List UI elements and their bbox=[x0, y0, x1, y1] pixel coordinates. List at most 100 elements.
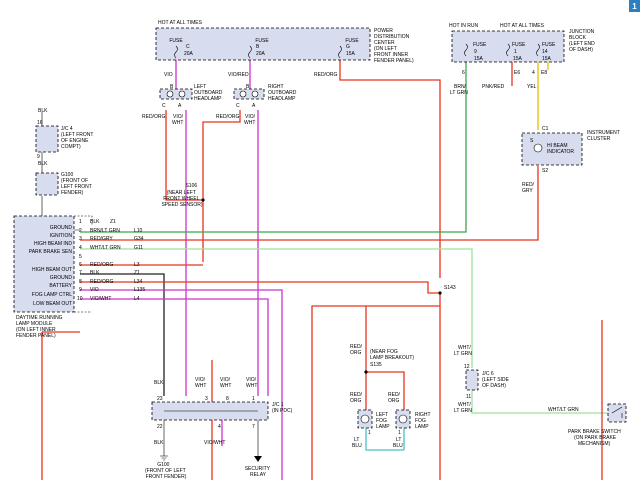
drl-row-wire: RED/ORG bbox=[90, 262, 113, 268]
drl-pin-labels: GROUND IGNITION HIGH BEAM IND PARK BRAKE… bbox=[29, 225, 73, 307]
junction-block: HOT IN RUN HOT AT ALL TIMES FUSE 9 15A F… bbox=[449, 23, 595, 76]
splice-s143: S143 bbox=[438, 285, 456, 295]
jc4-name: J/C 4 (LEFT FRONT OF ENGINE COMPT) bbox=[61, 126, 95, 150]
s135-name: (NEAR FOG LAMP BREAKOUT) S135 bbox=[370, 349, 415, 368]
drl-name-line: LAMP MODULE bbox=[16, 321, 53, 327]
rf-line: LAMP bbox=[415, 424, 429, 430]
label-lt-blu-l: LT BLU bbox=[352, 437, 362, 449]
park-brake-line: PARK BRAKE SWITCH bbox=[568, 429, 621, 435]
lf-line: LEFT bbox=[376, 412, 388, 418]
pdc-fuse-g: FUSE G 15A bbox=[338, 38, 359, 59]
lf-line: LAMP bbox=[376, 424, 390, 430]
wire-brn-lt-grn-l10 bbox=[80, 62, 467, 233]
jb-pin: E6 bbox=[514, 70, 520, 76]
g100-line: FRONT FENDER) bbox=[146, 474, 187, 480]
wire-vio-wht-l4 bbox=[80, 298, 269, 396]
jc1-line: (IN PDC) bbox=[272, 408, 293, 414]
jc6-box bbox=[465, 369, 479, 391]
jb-name-line: BLOCK bbox=[569, 35, 587, 41]
label-line: BRN/ bbox=[454, 84, 467, 90]
hi-beam-lamp-symbol bbox=[533, 143, 543, 153]
indicator-line: HI BEAM bbox=[547, 143, 568, 149]
jb-name-line: OF DASH) bbox=[569, 47, 593, 53]
g100-line: G100 bbox=[157, 462, 169, 468]
drl-row-pin: 3 bbox=[79, 236, 82, 242]
drl-box bbox=[13, 215, 75, 313]
headlamp-wire-labels: RED/ORG VIO/ WHT RED/ORG VIO/ WHT bbox=[142, 114, 256, 126]
pdc-name-line: DISTRIBUTION bbox=[374, 34, 410, 40]
jc6-pin: 12 bbox=[464, 364, 470, 370]
cluster-pin: S2 bbox=[542, 168, 548, 174]
label-line: WHT bbox=[220, 383, 231, 389]
label-line: VIO/ bbox=[173, 114, 184, 120]
drl-pin-label: GROUND bbox=[50, 275, 73, 281]
g100-line: LEFT FRONT bbox=[61, 184, 92, 190]
drl-row-wire: RED/ORG bbox=[90, 279, 113, 285]
drl-row-pin: 6 bbox=[79, 262, 82, 268]
s135-line: LAMP BREAKOUT) bbox=[370, 355, 414, 361]
drl-row-circuit: L135 bbox=[134, 287, 145, 293]
label-wht-lt-grn-h: WHT/LT GRN bbox=[548, 407, 579, 413]
jc4-box bbox=[35, 125, 59, 153]
jc6-line: (LEFT SIDE bbox=[482, 377, 510, 383]
label-blk-c1: BLK bbox=[154, 380, 164, 386]
g100-line: FENDER) bbox=[61, 190, 84, 196]
rh-pin: C bbox=[236, 103, 240, 109]
security-line: SECURITY bbox=[245, 466, 271, 472]
rf-line: RIGHT bbox=[415, 412, 431, 418]
jc1-pin: 4 bbox=[218, 424, 221, 430]
g100-top: G100 (FRONT OF LEFT FRONT FENDER) bbox=[35, 172, 92, 196]
jb-box bbox=[451, 30, 565, 63]
label-line: LT GRN bbox=[450, 90, 468, 96]
jb-fuse-symbol bbox=[464, 43, 468, 57]
drl-name-line: FENDER PANEL) bbox=[16, 333, 56, 339]
s143-label: S143 bbox=[444, 285, 456, 291]
jb-fuse-rating: 15A bbox=[542, 56, 552, 62]
label-line: RED/ bbox=[350, 392, 363, 398]
corner-marker bbox=[629, 0, 640, 12]
lh-connector bbox=[159, 88, 193, 100]
pdc-fuse-c-label: FUSE bbox=[169, 38, 183, 44]
drl-name-line: DAYTIME RUNNING bbox=[16, 315, 63, 321]
wire-lt-blu-left-fog bbox=[365, 428, 404, 451]
rh-lamp-symbol bbox=[239, 90, 247, 98]
indicator-line: INDICATOR bbox=[547, 149, 574, 155]
label-red-org-l: RED/ORG bbox=[142, 114, 165, 120]
lf-lamp-symbol bbox=[360, 414, 370, 424]
drl-pin-label: PARK BRAKE SEN bbox=[29, 249, 73, 255]
ground-symbol bbox=[160, 455, 168, 461]
label-line: RED/ bbox=[350, 344, 363, 350]
jb-pin: 6 bbox=[462, 70, 465, 76]
security-relay-name: SECURITY RELAY bbox=[245, 466, 272, 478]
drl-row-wire: BLK bbox=[90, 270, 100, 276]
label-pnk-red: PNK/RED bbox=[482, 84, 505, 90]
label-line: RED/ bbox=[388, 392, 401, 398]
jc1-name: J/C 1 (IN PDC) bbox=[272, 402, 293, 414]
pdc-fuse-c-rating: 20A bbox=[184, 51, 194, 57]
arrow-down-icon bbox=[254, 456, 262, 462]
label-line: ORG bbox=[388, 398, 400, 404]
label-vio-wht-c1: VIO/ WHT bbox=[195, 377, 206, 389]
pdc-fuse-g-id: G bbox=[346, 44, 350, 50]
splice-s106: S106 (NEAR LEFT FRONT WHEEL SPEED SENSOR… bbox=[161, 183, 205, 208]
jc6: WHT/ LT GRN 12 J/C 6 (LEFT SIDE OF DASH)… bbox=[454, 345, 579, 414]
s106-line: S106 bbox=[185, 183, 197, 189]
label-line: VIO/ bbox=[245, 114, 256, 120]
wire-red-org-fuse-g bbox=[339, 60, 441, 278]
pdc-fuse-b-label: FUSE bbox=[255, 38, 269, 44]
pdc-fuse-b: FUSE B 20A bbox=[248, 38, 269, 59]
drl-row-pin: 8 bbox=[79, 279, 82, 285]
rh-name-line: RIGHT bbox=[268, 84, 284, 90]
s135-line: (NEAR FOG bbox=[370, 349, 398, 355]
wire-red-org-l34 bbox=[80, 281, 440, 294]
pdc-box bbox=[155, 27, 371, 61]
drl-row-pin: 5 bbox=[79, 254, 82, 260]
g100-line: (FRONT OF LEFT bbox=[145, 468, 186, 474]
s143-dot bbox=[438, 291, 442, 295]
lh-name-line: HEADLAMP bbox=[194, 96, 222, 102]
cluster-box bbox=[521, 132, 583, 166]
drl-row-pin: 4 bbox=[79, 245, 82, 251]
g100-bottom: G100 (FRONT OF LEFT FRONT FENDER) bbox=[145, 455, 187, 480]
lf-name: LEFT FOG LAMP bbox=[376, 412, 390, 430]
label-line: ORG bbox=[350, 398, 362, 404]
